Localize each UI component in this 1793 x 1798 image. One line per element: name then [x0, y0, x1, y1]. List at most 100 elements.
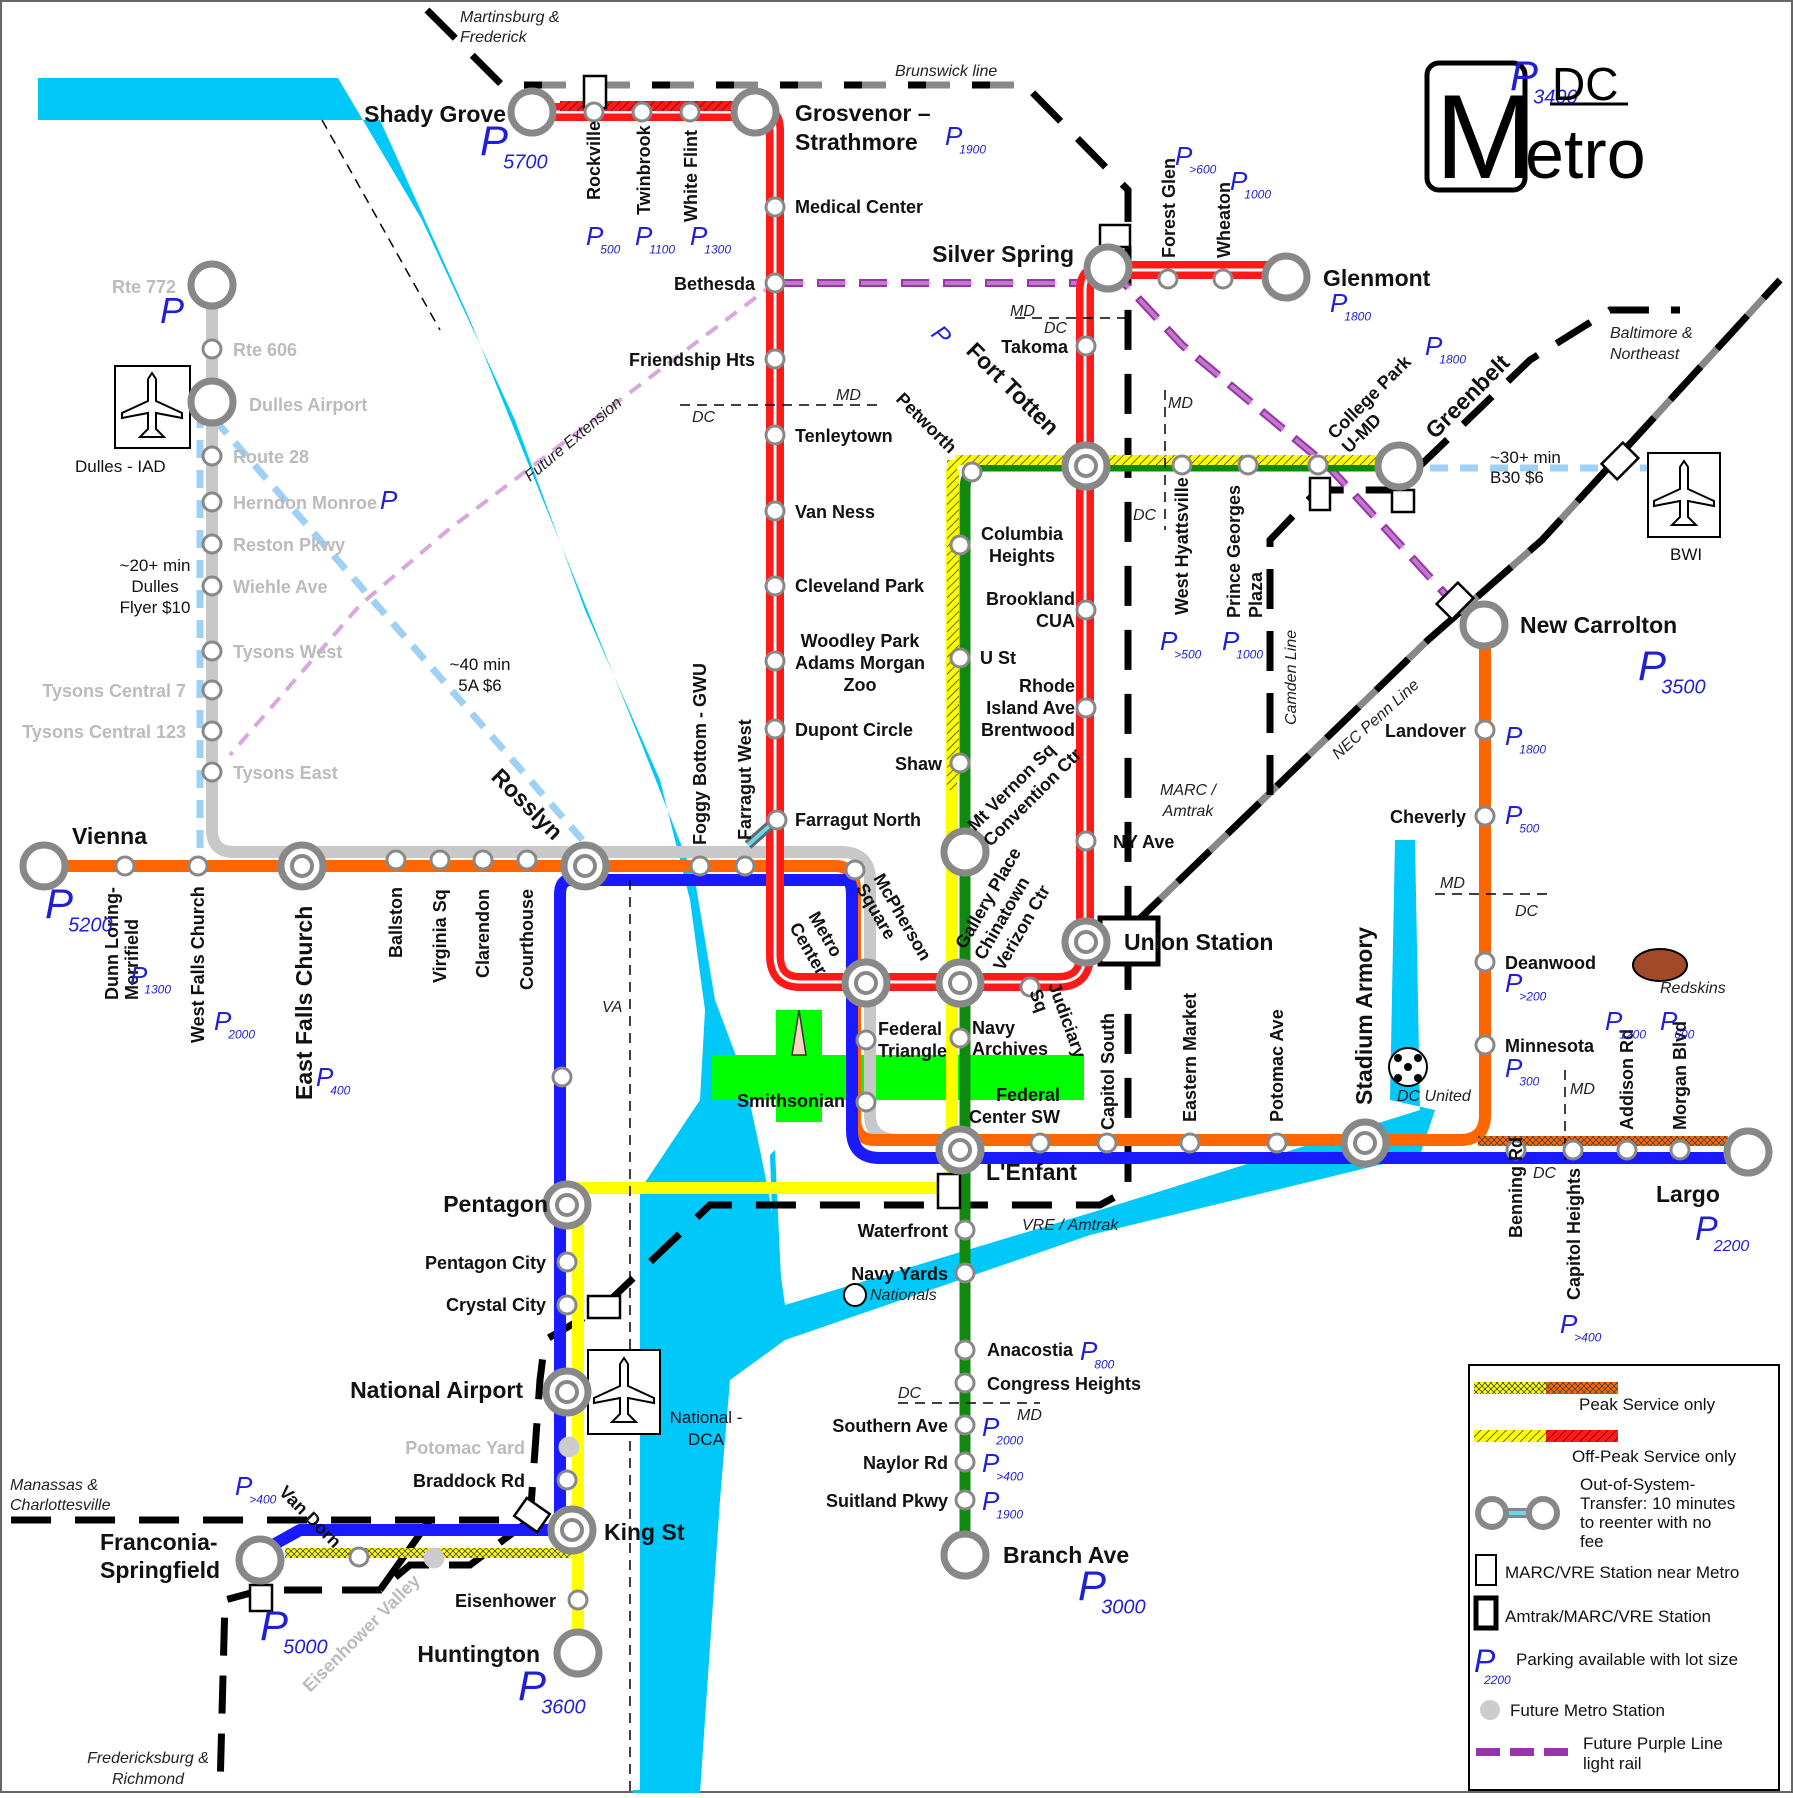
- station-morgan-blvd[interactable]: [1669, 1139, 1691, 1161]
- station-mcpherson[interactable]: [844, 859, 866, 881]
- station-navy-yards[interactable]: [954, 1262, 976, 1284]
- station-west-falls-church[interactable]: [187, 855, 209, 877]
- label-dc-3: DC: [1133, 507, 1157, 524]
- station-columbia-heights[interactable]: [949, 534, 971, 556]
- station-van-ness[interactable]: [764, 500, 786, 522]
- station-college-park[interactable]: [1307, 454, 1329, 476]
- station-farragut-west[interactable]: [734, 855, 756, 877]
- station-grosvenor[interactable]: [730, 87, 780, 137]
- station-wheaton[interactable]: [1212, 268, 1234, 290]
- station-federal-triangle[interactable]: [855, 1029, 877, 1051]
- station-tysons-central-123[interactable]: [201, 720, 223, 742]
- parking-lot-size: >500: [1174, 647, 1201, 661]
- station-white-flint[interactable]: [679, 101, 701, 123]
- station-potomac-ave[interactable]: [1266, 1132, 1288, 1154]
- station-landover[interactable]: [1474, 719, 1496, 741]
- station-addison-rd[interactable]: [1616, 1139, 1638, 1161]
- parking-symbol: P: [635, 221, 653, 251]
- station-southern-ave[interactable]: [954, 1414, 976, 1436]
- parking-symbol: P: [1175, 141, 1193, 171]
- station-rhode-island[interactable]: [1075, 697, 1097, 719]
- station-label-pentagon: Pentagon: [443, 1191, 548, 1217]
- station-potomac-yard[interactable]: [558, 1436, 580, 1458]
- station-eastern-market[interactable]: [1179, 1132, 1201, 1154]
- station-braddock-rd[interactable]: [556, 1469, 578, 1491]
- station-federal-center[interactable]: [1029, 1132, 1051, 1154]
- station-takoma[interactable]: [1075, 335, 1097, 357]
- station-eisenhower-valley[interactable]: [423, 1547, 445, 1569]
- station-ballston[interactable]: [385, 849, 407, 871]
- station-dunn-loring[interactable]: [114, 855, 136, 877]
- station-prince-georges[interactable]: [1237, 454, 1259, 476]
- station-national-airport-inner: [555, 1380, 579, 1404]
- station-capitol-south[interactable]: [1096, 1132, 1118, 1154]
- station-shaw[interactable]: [949, 752, 971, 774]
- station-west-hyattsville[interactable]: [1171, 454, 1193, 476]
- station-eisenhower[interactable]: [567, 1589, 589, 1611]
- station-friendship-hts[interactable]: [764, 348, 786, 370]
- station-label-potomac-ave: Potomac Ave: [1267, 1009, 1287, 1122]
- station-benning-rd[interactable]: [1505, 1139, 1527, 1161]
- station-courthouse[interactable]: [516, 849, 538, 871]
- station-farragut-north[interactable]: [766, 809, 788, 831]
- station-wiehle-ave[interactable]: [201, 575, 223, 597]
- station-congress-heights[interactable]: [954, 1372, 976, 1394]
- station-bethesda[interactable]: [764, 272, 786, 294]
- station-u-st[interactable]: [949, 647, 971, 669]
- station-label-wiehle-ave: Wiehle Ave: [233, 577, 328, 597]
- station-cheverly[interactable]: [1474, 805, 1496, 827]
- station-clarendon[interactable]: [472, 849, 494, 871]
- station-woodley-park[interactable]: [764, 650, 786, 672]
- station-cleveland-park[interactable]: [764, 575, 786, 597]
- station-rockville[interactable]: [583, 101, 605, 123]
- station-huntington[interactable]: [553, 1628, 603, 1678]
- station-tenleytown[interactable]: [764, 424, 786, 446]
- station-navy-archives[interactable]: [949, 1027, 971, 1049]
- station-smithsonian[interactable]: [855, 1091, 877, 1113]
- station-franconia[interactable]: [235, 1535, 285, 1585]
- station-crystal-city[interactable]: [556, 1294, 578, 1316]
- station-arlington-cemetery[interactable]: [551, 1066, 573, 1088]
- station-suitland-pkwy[interactable]: [954, 1489, 976, 1511]
- station-new-carrollton[interactable]: [1459, 600, 1509, 650]
- station-tysons-west[interactable]: [201, 640, 223, 662]
- station-pentagon-city[interactable]: [556, 1251, 578, 1273]
- station-rte-772[interactable]: [187, 260, 237, 310]
- station-vienna[interactable]: [19, 841, 69, 891]
- station-naylor-rd[interactable]: [954, 1451, 976, 1473]
- station-twinbrook[interactable]: [631, 101, 653, 123]
- station-minnesota[interactable]: [1474, 1034, 1496, 1056]
- station-rte-606[interactable]: [201, 338, 223, 360]
- station-route-28[interactable]: [201, 445, 223, 467]
- parking-lot-size: 800: [1094, 1357, 1114, 1371]
- station-capitol-heights[interactable]: [1562, 1139, 1584, 1161]
- station-glenmont[interactable]: [1261, 252, 1311, 302]
- station-largo[interactable]: [1723, 1127, 1773, 1177]
- station-dulles-airport[interactable]: [187, 377, 237, 427]
- parking-symbol: P: [518, 1662, 546, 1709]
- station-petworth[interactable]: [961, 461, 983, 483]
- station-branch-ave[interactable]: [940, 1530, 990, 1580]
- station-van-dorn[interactable]: [348, 1546, 370, 1568]
- station-dupont-circle[interactable]: [764, 718, 786, 740]
- station-reston-pkwy[interactable]: [201, 533, 223, 555]
- station-tysons-east[interactable]: [201, 761, 223, 783]
- station-waterfront[interactable]: [954, 1219, 976, 1241]
- station-anacostia[interactable]: [954, 1339, 976, 1361]
- station-greenbelt[interactable]: [1374, 441, 1424, 491]
- station-foggy-bottom[interactable]: [689, 855, 711, 877]
- station-virginia-sq[interactable]: [429, 849, 451, 871]
- station-judiciary-sq[interactable]: [1019, 976, 1041, 998]
- station-brookland[interactable]: [1075, 599, 1097, 621]
- station-deanwood[interactable]: [1474, 951, 1496, 973]
- station-silver-spring[interactable]: [1083, 243, 1133, 293]
- label-dc-5: DC: [1533, 1165, 1557, 1182]
- station-mt-vernon[interactable]: [940, 827, 990, 877]
- station-tysons-central-7[interactable]: [201, 679, 223, 701]
- station-shady-grove[interactable]: [507, 87, 557, 137]
- station-medical-center[interactable]: [764, 196, 786, 218]
- station-label-farragut-north: Farragut North: [795, 810, 921, 830]
- station-herndon-monroe[interactable]: [201, 491, 223, 513]
- station-ny-ave[interactable]: [1075, 830, 1097, 852]
- station-forest-glen[interactable]: [1157, 268, 1179, 290]
